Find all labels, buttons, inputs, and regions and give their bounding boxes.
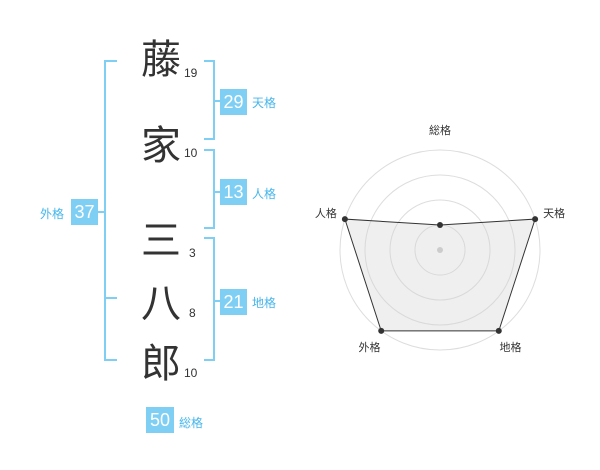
radar-ring (339, 149, 541, 351)
radar-axis-label-5: 人格 (315, 206, 337, 220)
stroke-count-1: 19 (184, 66, 198, 80)
jinkaku-badge: 13 (220, 179, 247, 205)
jinkaku-label: 人格 (252, 187, 277, 201)
radar-ring (364, 174, 516, 326)
radar-point-3 (495, 327, 502, 334)
radar-grid (339, 149, 541, 351)
tenkaku-badge: 29 (220, 89, 247, 115)
soukaku-badge: 50 (146, 407, 174, 433)
gaikaku-bracket (104, 60, 117, 361)
name-char-3: 三 (141, 218, 181, 264)
radar-area (344, 218, 536, 332)
stroke-count-5: 10 (184, 366, 198, 380)
gaikaku-badge: 37 (71, 199, 98, 225)
chikaku-bracket (204, 237, 215, 361)
chikaku-badge: 21 (220, 289, 247, 315)
stroke-count-4: 8 (189, 306, 196, 320)
stroke-count-3: 3 (189, 246, 196, 260)
jinkaku-bracket (204, 149, 215, 229)
soukaku-label: 総格 (179, 416, 204, 430)
name-char-1: 藤 (141, 37, 181, 83)
radar-ring (389, 199, 491, 301)
radar-axis-label-1: 総格 (429, 123, 451, 137)
name-char-4: 八 (141, 281, 181, 327)
radar-point-2 (532, 216, 539, 223)
radar-point-4 (378, 327, 385, 334)
radar-axis-label-2: 天格 (543, 206, 565, 220)
radar-axis-label-4: 外格 (358, 340, 380, 354)
tenkaku-label: 天格 (252, 96, 277, 110)
gaikaku-label: 外格 (40, 207, 65, 221)
radar-point-1 (437, 222, 443, 228)
radar-point-5 (341, 216, 348, 223)
stroke-count-2: 10 (184, 146, 198, 160)
name-char-2: 家 (141, 123, 181, 169)
name-char-5: 郎 (141, 341, 181, 387)
radar-points (341, 216, 539, 334)
radar-center-dot (437, 247, 443, 253)
chikaku-label: 地格 (252, 296, 277, 310)
radar-axis-label-3: 地格 (500, 340, 522, 354)
